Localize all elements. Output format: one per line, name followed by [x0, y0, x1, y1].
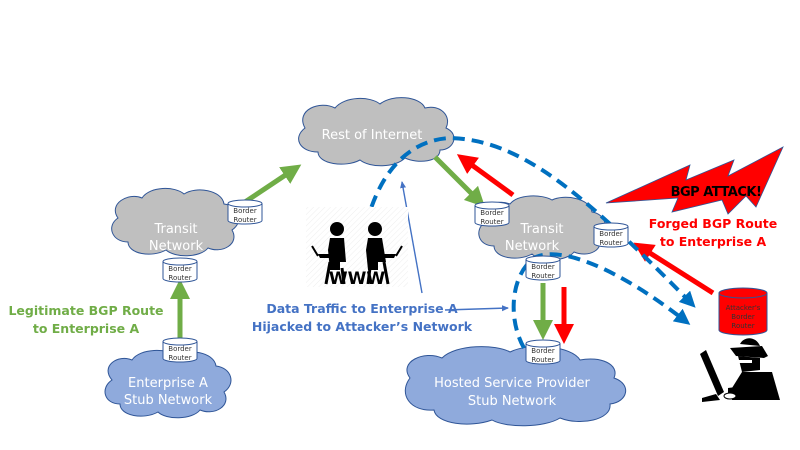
router-label-line1: Border	[531, 347, 555, 355]
caption-hijacked-2: Hijacked to Attacker’s Network	[252, 319, 473, 334]
caption-forged-1: Forged BGP Route	[649, 216, 777, 231]
attacker-router-label-3: Router	[731, 322, 754, 330]
callout-arrow-up	[400, 181, 423, 294]
router-label-line2: Router	[531, 272, 554, 280]
router-label-line1: Border	[168, 345, 192, 353]
attacker-router-label-1: Attacker's	[726, 304, 761, 312]
router-label-line1: Border	[531, 263, 555, 271]
bgp-attack-banner: BGP ATTACK!	[605, 146, 784, 215]
callout-arrow-right	[444, 305, 509, 312]
cloud-label-transit-left-2: Network	[149, 239, 204, 254]
cloud-transit-left: Transit Network	[111, 188, 240, 257]
router-label-line1: Border	[168, 265, 192, 273]
router-label-line2: Router	[480, 218, 503, 226]
cloud-label-rest-of-internet: Rest of Internet	[322, 128, 423, 143]
attacker-router-label-2: Border	[731, 313, 755, 321]
hacker-icon	[700, 338, 780, 402]
cloud-label-transit-right-2: Network	[505, 239, 560, 254]
caption-forged-2: to Enterprise A	[660, 234, 767, 249]
cloud-label-hosted-1: Hosted Service Provider	[434, 376, 590, 391]
cloud-label-hosted-2: Stub Network	[468, 394, 557, 409]
cloud-label-transit-right-1: Transit	[519, 222, 563, 237]
hijacked-traffic-path-main	[364, 135, 696, 308]
cloud-label-enterprise-1: Enterprise A	[128, 376, 208, 391]
router-label-line1: Border	[233, 207, 257, 215]
arrow-legit-internet-to-transit	[433, 155, 486, 208]
attacker-border-router: Attacker's Border Router	[718, 287, 768, 336]
caption-hijacked-1: Data Traffic to Enterprise A	[266, 301, 458, 316]
cloud-label-enterprise-2: Stub Network	[124, 393, 213, 408]
arrow-legit-transit-to-internet	[240, 164, 302, 207]
cloud-rest-of-internet: Rest of Internet	[298, 97, 455, 167]
router-label-line1: Border	[599, 230, 623, 238]
cloud-transit-right: Transit Network	[478, 195, 606, 261]
caption-forged: Forged BGP Route to Enterprise A	[649, 216, 777, 249]
caption-legitimate-1: Legitimate BGP Route	[8, 303, 163, 318]
router-label-line2: Router	[599, 239, 622, 247]
cloud-hosted-service-provider: Hosted Service Provider Stub Network	[404, 346, 626, 427]
router-label-line2: Router	[168, 354, 191, 362]
arrow-forged-attacker-to-transit	[633, 242, 715, 296]
arrow-forged-transit-to-internet	[456, 154, 515, 198]
bgp-attack-label: BGP ATTACK!	[671, 185, 762, 200]
www-users-icon: WWW	[306, 207, 408, 289]
caption-hijacked: Data Traffic to Enterprise A Hijacked to…	[252, 301, 473, 334]
caption-legitimate-2: to Enterprise A	[33, 321, 140, 336]
router-label-line1: Border	[480, 209, 504, 217]
caption-legitimate: Legitimate BGP Route to Enterprise A	[8, 303, 163, 336]
router-label-line2: Router	[168, 274, 191, 282]
router-label-line2: Router	[233, 216, 256, 224]
cloud-label-transit-left-1: Transit	[153, 222, 197, 237]
router-label-line2: Router	[531, 356, 554, 364]
cloud-enterprise-a: Enterprise A Stub Network	[104, 350, 232, 419]
www-label: WWW	[329, 269, 386, 289]
